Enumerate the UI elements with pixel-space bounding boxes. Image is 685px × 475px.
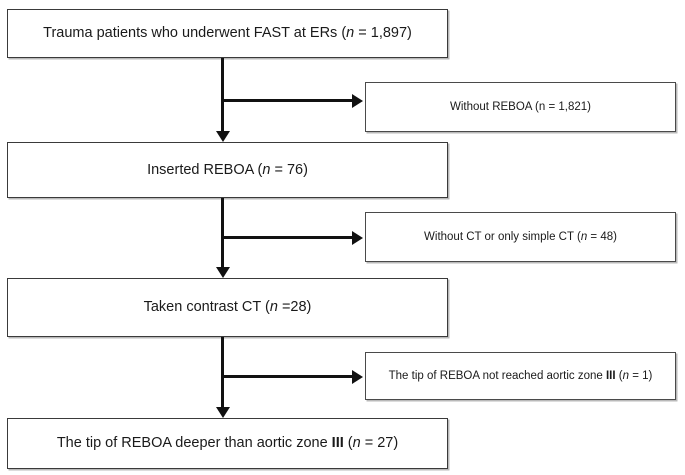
flowchart-node-label: The tip of REBOA deeper than aortic zone… [56,435,399,452]
bold-zone-numeral: III [605,369,616,382]
italic-n: n [622,369,630,382]
italic-n: n [262,161,271,178]
connector-arrowhead-down-3 [215,407,230,418]
italic-n: n [352,435,361,452]
flowchart-node-contrast-ct: Taken contrast CT (n =28) [7,278,448,337]
connector-line-vertical-1 [221,58,224,131]
italic-n: n [346,25,355,42]
flowchart-node-label: Trauma patients who underwent FAST at ER… [43,25,412,42]
connector-line-horizontal-3 [221,375,352,378]
flowchart-node-enrolled: Trauma patients who underwent FAST at ER… [7,9,448,58]
connector-line-vertical-3 [221,337,224,407]
flowchart-node-label: Inserted REBOA (n = 76) [147,161,308,178]
flowchart-node-label: Without REBOA (n = 1,821) [450,100,591,113]
flowchart-node-excluded-without-reboa: Without REBOA (n = 1,821) [365,82,676,132]
connector-arrowhead-down-1 [215,131,230,142]
connector-line-vertical-2 [221,198,224,267]
flowchart-node-excluded-without-ct: Without CT or only simple CT (n = 48) [365,212,676,262]
flowchart-node-final-cohort: The tip of REBOA deeper than aortic zone… [7,418,448,469]
flowchart-node-inserted-reboa: Inserted REBOA (n = 76) [7,142,448,198]
flowchart-node-label: The tip of REBOA not reached aortic zone… [388,369,653,382]
connector-arrowhead-right-3 [352,369,363,384]
italic-n: n [269,299,278,316]
connector-line-horizontal-1 [221,99,352,102]
flowchart-node-label: Taken contrast CT (n =28) [143,299,312,316]
connector-arrowhead-down-2 [215,267,230,278]
italic-n: n [580,230,588,243]
bold-zone-numeral: III [331,435,344,452]
connector-arrowhead-right-2 [352,230,363,245]
flowchart-node-excluded-tip-not-reached: The tip of REBOA not reached aortic zone… [365,352,676,400]
connector-line-horizontal-2 [221,236,352,239]
flowchart-node-label: Without CT or only simple CT (n = 48) [424,230,617,243]
connector-arrowhead-right-1 [352,93,363,108]
